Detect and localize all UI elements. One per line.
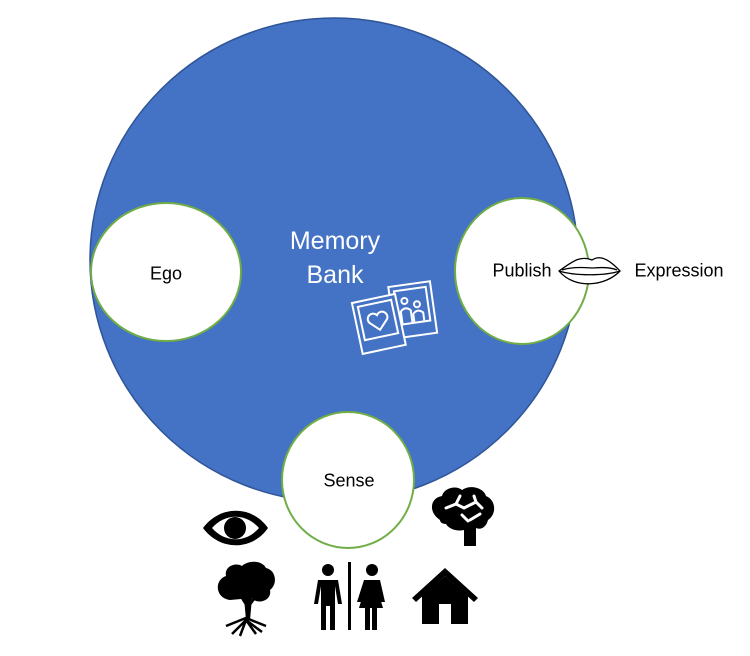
ego-label: Ego <box>149 263 183 284</box>
memory-bank-line1: Memory <box>289 227 381 255</box>
tree-icon <box>217 561 275 637</box>
expression-label: Expression <box>634 260 724 281</box>
sense-node-circle <box>281 411 415 549</box>
house-icon <box>412 568 478 624</box>
memory-bank-line2: Bank <box>306 261 364 289</box>
photos-icon <box>350 280 439 356</box>
brain-icon <box>431 487 495 546</box>
memory-bank-label: Memory Bank <box>290 224 380 292</box>
sense-label: Sense <box>323 470 375 491</box>
lips-icon <box>558 257 621 285</box>
eye-icon <box>203 510 268 546</box>
people-icon <box>314 562 385 630</box>
ego-node-circle <box>90 202 242 342</box>
publish-label: Publish <box>492 260 552 281</box>
